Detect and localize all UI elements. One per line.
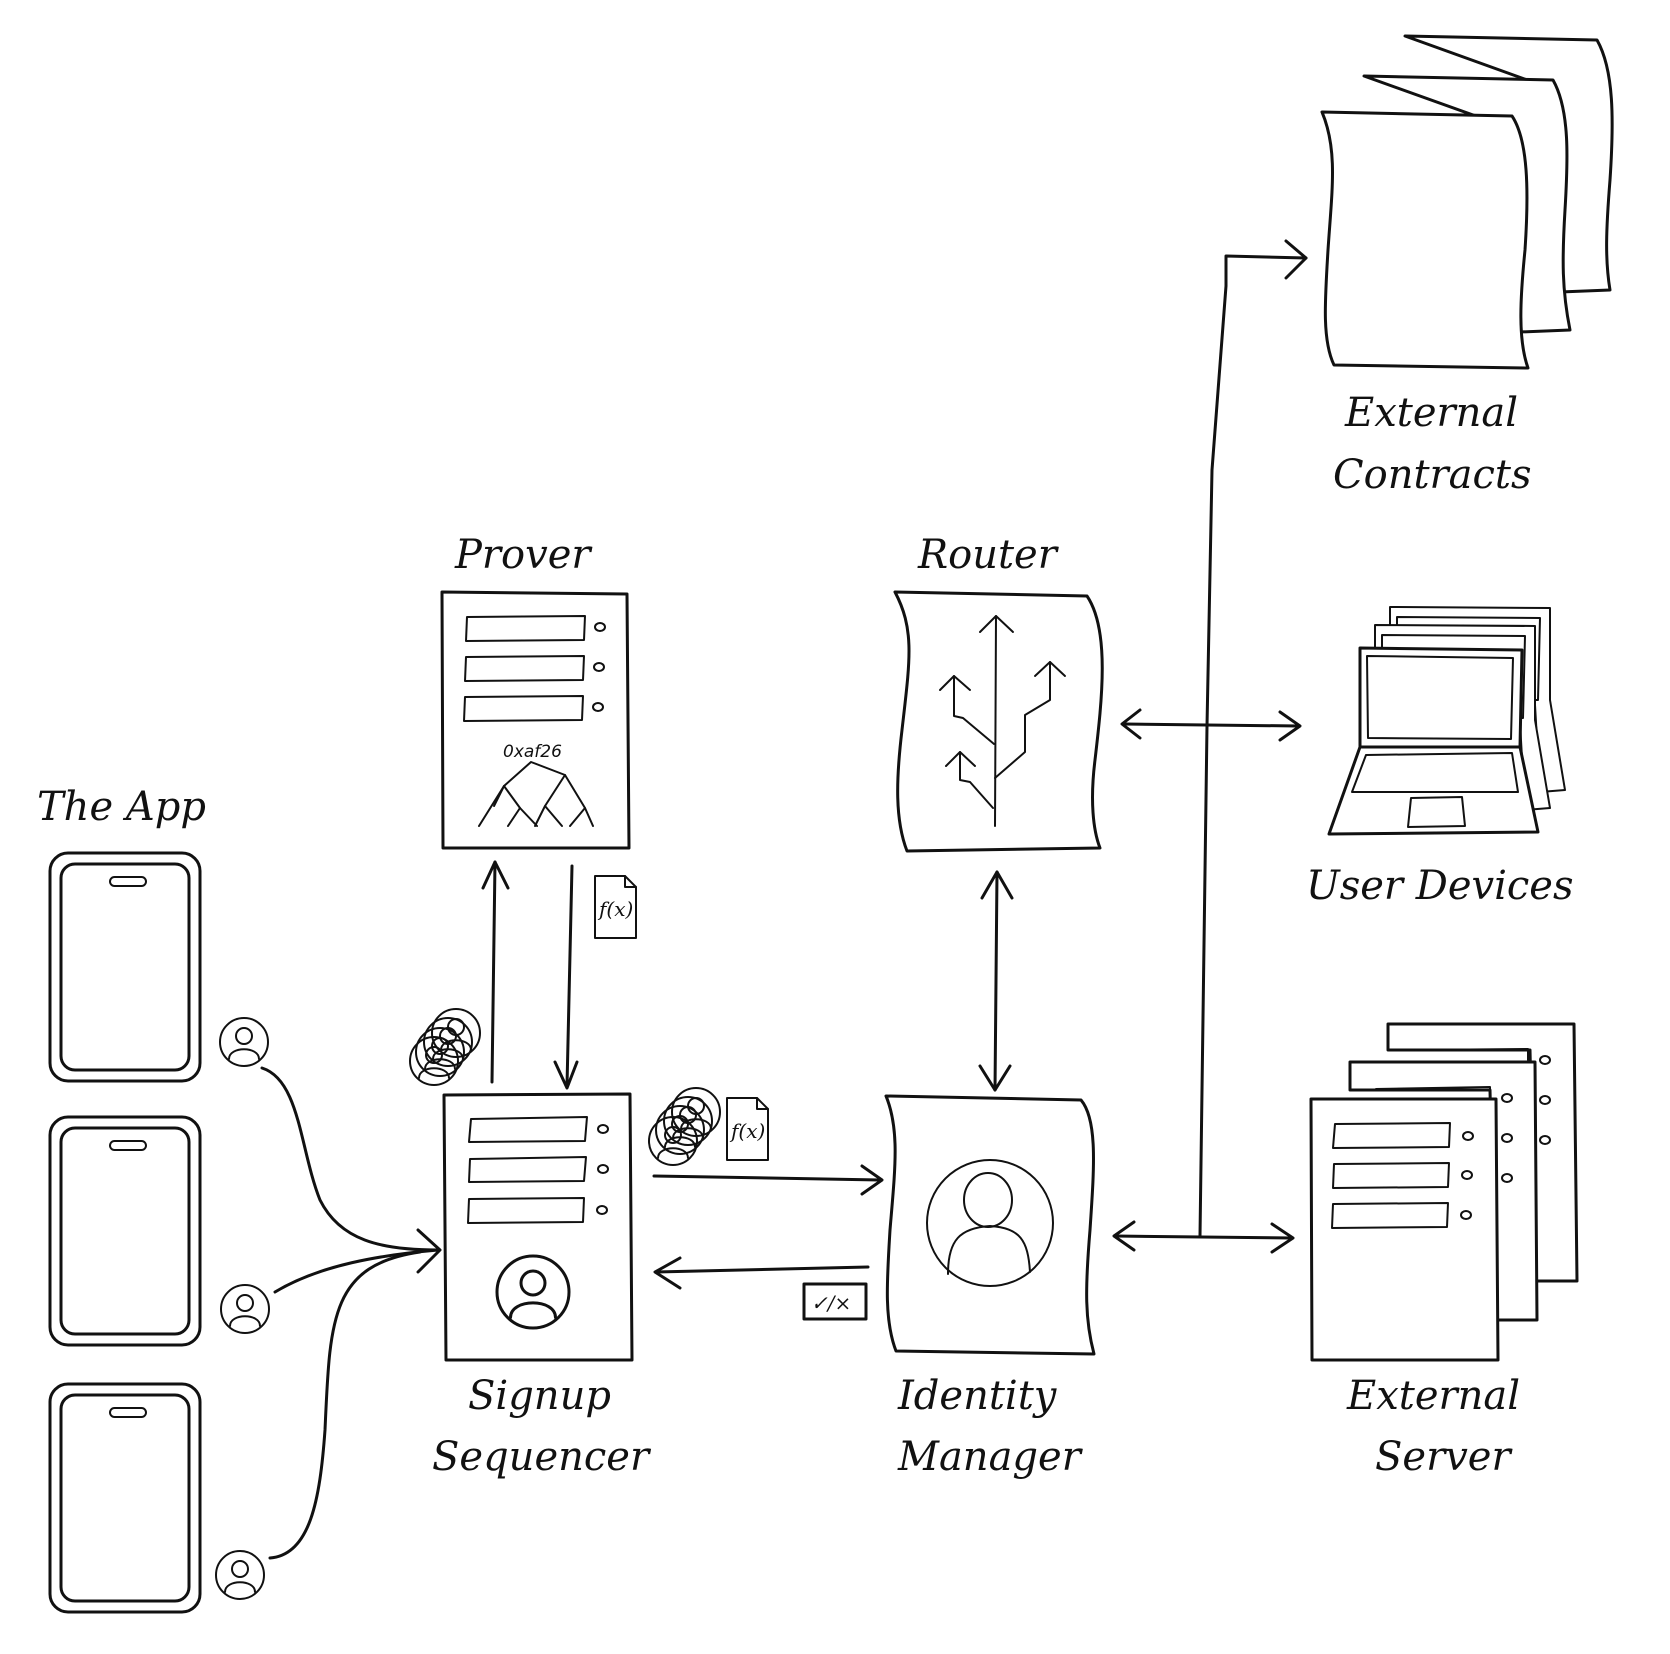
server-icon bbox=[1309, 1097, 1500, 1362]
function-file-icon: f(x) bbox=[726, 1097, 769, 1161]
edge-app-to-sequencer bbox=[260, 1066, 442, 1560]
arrowhead-icon bbox=[1112, 1220, 1136, 1252]
external-server-label-line2: Server bbox=[1375, 1434, 1513, 1480]
arrowhead-icon bbox=[416, 1228, 442, 1274]
merkle-tree-icon bbox=[478, 761, 594, 827]
prover-node: Prover 0xaf26 bbox=[440, 532, 631, 850]
edge-prover-to-sequencer bbox=[553, 864, 579, 1090]
laptop-icon bbox=[1327, 646, 1540, 836]
svg-text:f(x): f(x) bbox=[597, 897, 633, 921]
verify-result-badge: ✓/× bbox=[802, 1282, 868, 1321]
user-devices-label: User Devices bbox=[1306, 863, 1573, 909]
identity-batch-icon bbox=[648, 1087, 721, 1166]
edge-sequencer-to-identity-manager bbox=[652, 1164, 884, 1196]
the-app-label: The App bbox=[37, 784, 206, 830]
document-icon bbox=[893, 590, 1104, 853]
external-contracts-label-line1: External bbox=[1344, 390, 1518, 436]
user-icon bbox=[215, 1550, 265, 1600]
svg-text:f(x): f(x) bbox=[729, 1119, 765, 1143]
phone-icon bbox=[48, 851, 202, 1083]
external-server-node: External Server bbox=[1309, 1022, 1579, 1480]
arrowhead-icon bbox=[653, 1256, 682, 1290]
external-contracts-label-line2: Contracts bbox=[1333, 452, 1532, 498]
arrowhead-icon bbox=[980, 870, 1014, 900]
server-icon bbox=[442, 1092, 634, 1362]
signup-sequencer-node: Signup Sequencer bbox=[432, 1092, 652, 1480]
user-icon bbox=[495, 1254, 571, 1330]
identity-label-line2: Manager bbox=[897, 1434, 1084, 1480]
identity-manager-node: Identity Manager bbox=[884, 1094, 1096, 1480]
phone-icon bbox=[48, 1115, 202, 1347]
external-server-label-line1: External bbox=[1346, 1373, 1520, 1419]
document-icon bbox=[884, 1094, 1096, 1356]
arrowhead-icon bbox=[1278, 710, 1302, 742]
function-file-icon: f(x) bbox=[594, 875, 637, 939]
arrowhead-icon bbox=[553, 1060, 579, 1090]
edge-sequencer-to-prover bbox=[481, 860, 510, 1084]
identity-batch-icon bbox=[409, 1008, 481, 1086]
document-icon bbox=[1320, 110, 1530, 370]
prover-hash: 0xaf26 bbox=[503, 742, 562, 762]
arrowhead-icon bbox=[1284, 239, 1308, 280]
edge-identity-manager-to-sequencer bbox=[653, 1256, 870, 1290]
user-icon bbox=[926, 1159, 1054, 1287]
edge-identity-manager-external-server bbox=[1112, 1220, 1295, 1254]
arrowhead-icon bbox=[978, 1064, 1012, 1092]
identity-label-line1: Identity bbox=[897, 1373, 1058, 1419]
the-app-node: The App bbox=[37, 784, 206, 1614]
edge-bus-to-external-contracts bbox=[1198, 239, 1308, 1238]
router-node: Router bbox=[893, 532, 1104, 853]
user-icon bbox=[219, 1017, 269, 1067]
arrowhead-icon bbox=[1270, 1222, 1295, 1254]
signup-label-line2: Sequencer bbox=[432, 1434, 652, 1480]
edge-router-user-devices bbox=[1120, 708, 1302, 742]
user-devices-node: User Devices bbox=[1306, 606, 1573, 909]
server-icon bbox=[440, 590, 631, 850]
arrowhead-icon bbox=[860, 1164, 884, 1196]
routing-arrows-icon bbox=[939, 615, 1066, 827]
svg-text:✓/×: ✓/× bbox=[811, 1291, 851, 1315]
phone-icon bbox=[48, 1382, 202, 1614]
user-icon bbox=[220, 1284, 270, 1334]
arrowhead-icon bbox=[481, 860, 510, 890]
signup-label-line1: Signup bbox=[468, 1373, 611, 1419]
router-label: Router bbox=[917, 532, 1060, 578]
arrowhead-icon bbox=[1120, 708, 1142, 740]
prover-label: Prover bbox=[454, 532, 593, 578]
external-contracts-node: External Contracts bbox=[1320, 34, 1614, 498]
edge-router-identity-manager bbox=[978, 870, 1014, 1092]
